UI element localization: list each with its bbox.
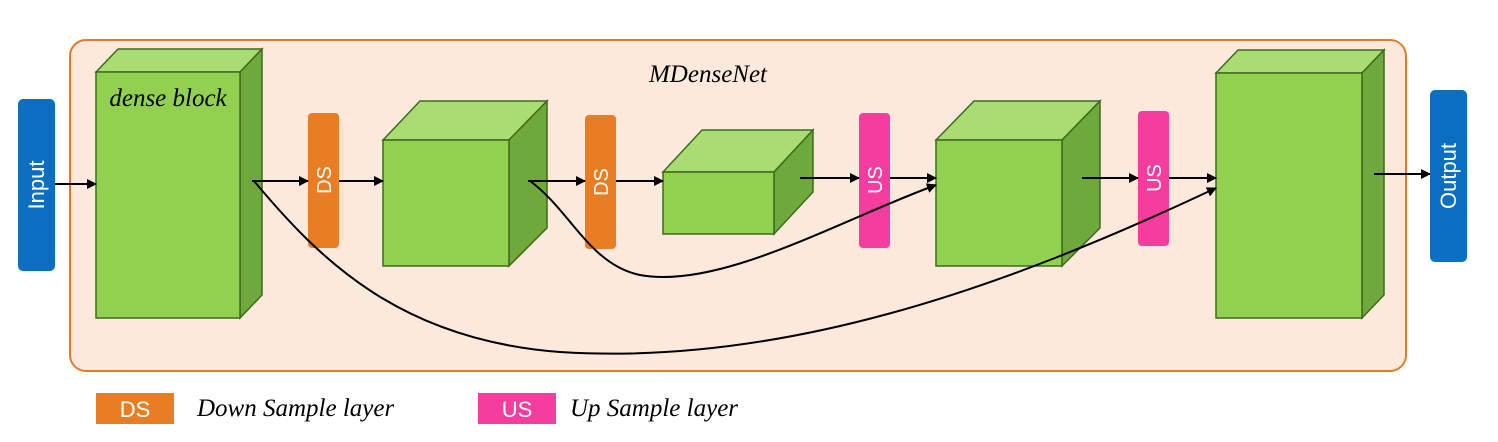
- dense-block-4: [934, 99, 1102, 268]
- dense-block-label: dense block: [109, 85, 227, 112]
- legend-ds-swatch: [96, 393, 174, 424]
- us-layer-2-label: US: [1144, 164, 1166, 192]
- ds-layer-1-label: DS: [314, 166, 336, 194]
- diagram-title: MDenseNet: [648, 61, 768, 88]
- output-label: Output: [1436, 143, 1461, 209]
- skip-connection-block1-to-block5: [253, 180, 1217, 355]
- dense-block-3: [661, 128, 815, 236]
- dense-block-5: [1214, 48, 1386, 320]
- legend-us: US Up Sample layer: [478, 393, 738, 424]
- ds-layer-2-label: DS: [591, 168, 613, 196]
- input-label: Input: [24, 161, 49, 210]
- legend-ds-key: DS: [120, 397, 151, 422]
- skip-connection-block2-to-block4: [529, 180, 937, 279]
- us-layer-2: US: [1138, 111, 1169, 246]
- legend-us-swatch: [478, 393, 556, 424]
- ds-layer-2: DS: [585, 115, 616, 249]
- us-layer-1-label: US: [865, 166, 887, 194]
- input-box: Input: [18, 99, 55, 271]
- us-layer-1: US: [859, 113, 890, 248]
- ds-layer-1: DS: [308, 113, 339, 248]
- legend-ds-text: Down Sample layer: [196, 395, 394, 422]
- legend-us-text: Up Sample layer: [570, 395, 738, 422]
- legend-ds: DS Down Sample layer: [96, 393, 394, 424]
- output-box: Output: [1430, 90, 1467, 262]
- dense-block-1: [94, 47, 264, 320]
- legend-us-key: US: [502, 397, 533, 422]
- dense-block-2: [381, 99, 549, 268]
